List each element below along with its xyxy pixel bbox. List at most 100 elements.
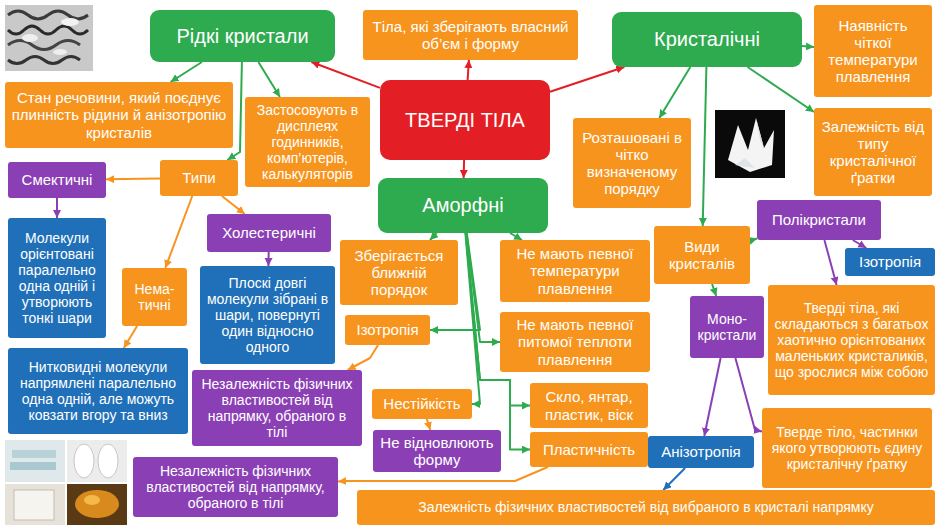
connector-arrow: [463, 160, 466, 178]
definition-box: Тверде тіло, частинки якого утворюють єд…: [762, 408, 932, 488]
type-box: Полікристали: [757, 200, 881, 240]
description-box: Плоскі довгі молекули зібрані в шари, по…: [200, 266, 335, 364]
property-box: Залежність від типу кристалічної ґратки: [814, 108, 932, 196]
node-label: Скло, янтар, пластик, віск: [534, 388, 644, 423]
node-label: Смектичні: [12, 171, 102, 188]
connector-arrow: [430, 233, 437, 240]
node-label: Наявність чіткої температури плавлення: [818, 17, 928, 86]
node-label: Ізотропія: [849, 253, 931, 270]
property-box: Зберігається ближній порядок: [340, 240, 458, 305]
node-label: Кристалічні: [616, 28, 798, 51]
liquid-crystal-photo: [5, 5, 93, 71]
node-label: Незалежність фізичних властивостей від н…: [137, 463, 334, 511]
description-box: Незалежність фізичних властивостей від н…: [133, 457, 338, 517]
connector-arrow: [824, 240, 836, 285]
connector-arrow: [704, 358, 720, 436]
property-box: Ізотропія: [845, 248, 935, 276]
definition-box: Тіла, які зберігають власний об’єм і фор…: [363, 10, 578, 60]
connector-arrow: [165, 196, 192, 268]
node-label: Незалежність фізичних властивостей від н…: [196, 376, 358, 440]
connector-arrow: [258, 62, 280, 97]
node-label: Зберігається ближній порядок: [344, 247, 454, 299]
connector-arrow: [267, 252, 269, 266]
connector-arrow: [56, 198, 58, 218]
connector-arrow: [468, 60, 469, 80]
property-box: Не мають певної питомої теплоти плавленн…: [500, 312, 650, 372]
connector-arrow: [735, 358, 762, 431]
connector-arrow: [171, 62, 202, 82]
node-label: Не мають певної температури плавлення: [504, 245, 646, 297]
connector-arrow: [311, 62, 380, 88]
central-topic: ТВЕРДІ ТІЛА: [380, 80, 550, 160]
property-box: Застосовують в дисплеях годинників, комп…: [245, 97, 370, 187]
node-label: Молекули орієнтовані паралельно одна одн…: [12, 230, 102, 327]
amorphous-photos: [5, 440, 127, 525]
example-box: Скло, янтар, пластик, віск: [530, 383, 648, 428]
group-box: Види кристалів: [654, 226, 750, 284]
type-box: Смектичні: [8, 162, 106, 198]
node-label: Рідкі кристали: [154, 25, 331, 48]
description-box: Залежність фізичних властивостей від виб…: [357, 490, 935, 525]
connector-arrow: [106, 178, 160, 181]
node-label: Застосовують в дисплеях годинників, комп…: [249, 102, 366, 182]
property-box: Анізотропія: [648, 436, 754, 468]
description-box: Молекули орієнтовані паралельно одна одн…: [8, 218, 106, 338]
connector-arrow: [222, 196, 245, 214]
connector-arrow: [550, 67, 624, 92]
category-box: Аморфні: [378, 178, 548, 233]
description-box: Не відновлюють форму: [373, 430, 501, 472]
connector-arrow: [712, 284, 716, 296]
property-box: Наявність чіткої температури плавлення: [814, 5, 932, 97]
node-label: Полікристали: [761, 211, 877, 228]
node-label: Нестійкість: [376, 395, 468, 412]
node-label: Тіла, які зберігають власний об’єм і фор…: [367, 18, 574, 53]
description-box: Нитковидні молекули напрямлені паралельн…: [8, 348, 188, 434]
description-box: Незалежність фізичних властивостей від н…: [192, 370, 362, 446]
category-box: Кристалічні: [612, 12, 802, 67]
node-label: Тверді тіла, які складаються з багатьох …: [772, 300, 931, 380]
category-box: Рідкі кристали: [150, 10, 335, 62]
connector-arrow: [750, 239, 757, 241]
node-label: Тверде тіло, частинки якого утворюють єд…: [766, 424, 928, 472]
type-box: Холестеричні: [207, 214, 331, 252]
node-label: Розташовані в чітко визначеному порядку: [577, 129, 687, 198]
node-label: ТВЕРДІ ТІЛА: [384, 109, 546, 132]
connector-arrow: [853, 240, 867, 248]
definition-box: Стан речовини, який поєднує плинність рі…: [5, 82, 233, 148]
node-label: Ізотропія: [349, 321, 426, 338]
type-box: Нема- тичні: [122, 268, 187, 326]
node-label: Холестеричні: [211, 224, 327, 241]
connector-arrow: [510, 233, 522, 240]
node-label: Не відновлюють форму: [377, 434, 497, 469]
group-box: Типи: [160, 160, 238, 196]
connector-arrow: [663, 468, 685, 490]
node-label: Залежність фізичних властивостей від виб…: [361, 499, 931, 515]
node-label: Не мають певної питомої теплоти плавленн…: [504, 316, 646, 368]
node-label: Стан речовини, який поєднує плинність рі…: [9, 89, 229, 141]
connector-arrow: [124, 326, 137, 348]
connector-arrow: [802, 45, 814, 48]
connector-arrow: [703, 67, 707, 226]
property-box: Нестійкість: [372, 389, 472, 419]
node-label: Нема- тичні: [126, 281, 183, 313]
node-label: Залежність від типу кристалічної ґратки: [818, 118, 928, 187]
connector-arrow: [427, 419, 431, 430]
node-label: Типи: [164, 169, 234, 186]
node-label: Нитковидні молекули напрямлені паралельн…: [12, 359, 184, 423]
definition-box: Тверді тіла, які складаються з багатьох …: [768, 285, 935, 395]
node-label: Аморфні: [382, 194, 544, 217]
node-label: Плоскі довгі молекули зібрані в шари, по…: [204, 275, 331, 355]
crystal-photo: [715, 110, 785, 178]
connector-arrow: [748, 67, 814, 112]
connector-arrow: [659, 67, 690, 118]
property-box: Ізотропія: [345, 315, 430, 345]
type-box: Моно- кристали: [690, 296, 764, 358]
node-label: Види кристалів: [658, 238, 746, 273]
property-box: Пластичність: [530, 432, 648, 467]
node-label: Анізотропія: [652, 443, 750, 460]
connector-arrow: [348, 345, 378, 370]
node-label: Моно- кристали: [694, 311, 760, 343]
node-label: Пластичність: [534, 441, 644, 458]
property-box: Розташовані в чітко визначеному порядку: [573, 118, 691, 208]
property-box: Не мають певної температури плавлення: [500, 240, 650, 302]
